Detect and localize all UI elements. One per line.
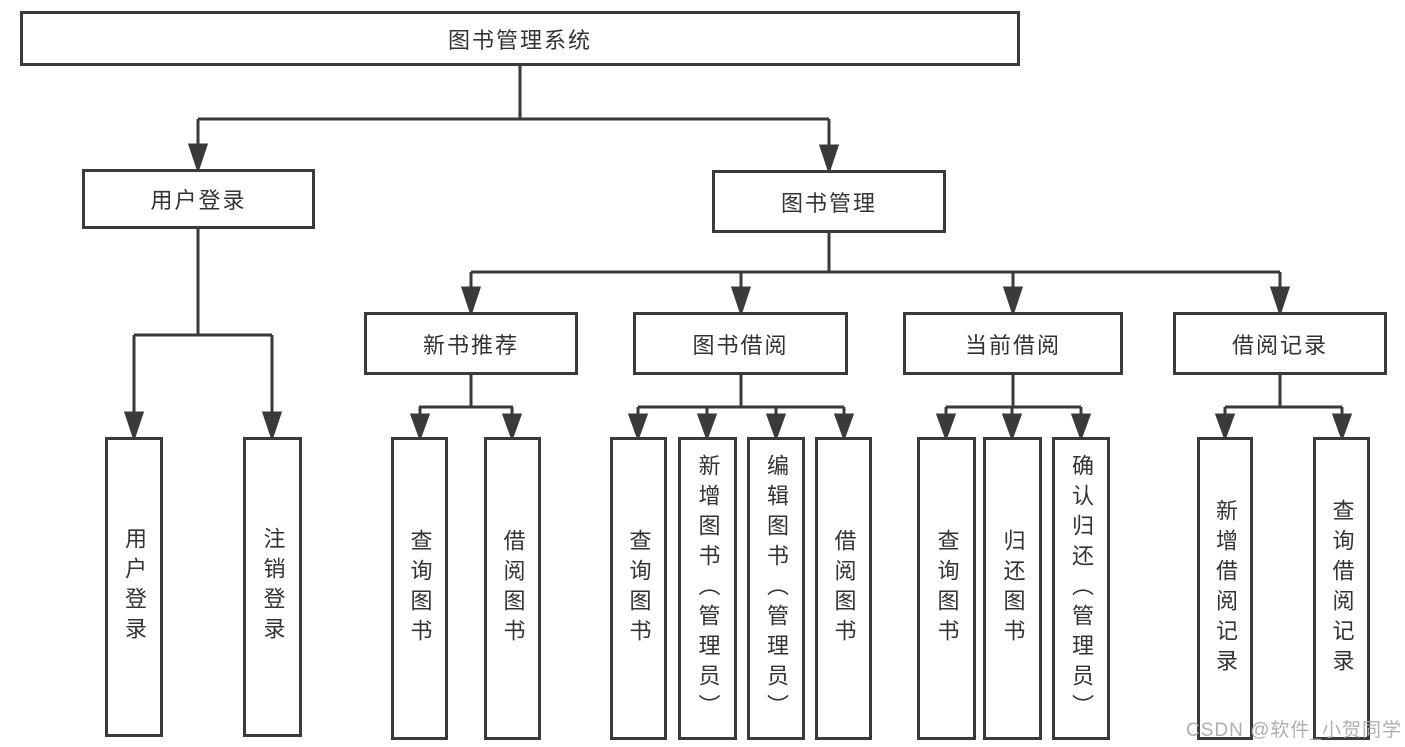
- leaf-query-books-current: 查询图书: [917, 437, 976, 740]
- arrowhead: [1214, 413, 1236, 442]
- connector-borrow-record-children: [1214, 375, 1353, 442]
- arrowhead: [187, 143, 209, 174]
- arrowhead: [123, 411, 145, 442]
- arrowhead: [1070, 413, 1092, 442]
- leaf-user-login: 用户登录: [105, 437, 163, 737]
- leaf-add-borrow-record: 新增借阅记录: [1197, 437, 1253, 740]
- arrowhead: [409, 413, 431, 442]
- arrowhead: [765, 413, 787, 442]
- arrowhead: [1002, 286, 1024, 317]
- leaf-borrow-books: 借阅图书: [815, 437, 872, 740]
- arrowhead: [627, 413, 649, 442]
- connector-current-borrow-children: [935, 375, 1092, 442]
- csdn-watermark: CSDN @软件_小贺同学: [1186, 720, 1402, 741]
- arrowhead: [935, 413, 957, 442]
- leaf-query-books-recommend: 查询图书: [391, 437, 448, 740]
- node-current-borrow: 当前借阅: [903, 312, 1123, 375]
- leaf-confirm-return-admin: 确认归还（管理员）: [1052, 437, 1110, 740]
- leaf-return-books: 归还图书: [983, 437, 1042, 740]
- leaf-edit-books-admin: 编辑图书（管理员）: [747, 437, 805, 740]
- leaf-query-books-borrow: 查询图书: [610, 437, 667, 740]
- leaf-add-books-admin: 新增图书（管理员）: [678, 437, 737, 740]
- connector-book-borrow-children: [627, 375, 855, 442]
- node-root-library-system: 图书管理系统: [20, 11, 1020, 66]
- arrowhead: [460, 286, 482, 317]
- connector-root-to-level1: [187, 66, 840, 175]
- arrowhead: [1001, 413, 1023, 442]
- node-book-management: 图书管理: [712, 170, 946, 233]
- leaf-borrow-books-recommend: 借阅图书: [484, 437, 541, 740]
- node-borrow-records: 借阅记录: [1173, 312, 1387, 375]
- connector-book-management-children: [460, 233, 1291, 317]
- arrowhead: [730, 286, 752, 317]
- connector-new-book-children: [409, 375, 523, 442]
- arrowhead: [818, 144, 840, 175]
- arrowhead: [501, 413, 523, 442]
- arrowhead: [696, 413, 718, 442]
- node-book-borrow: 图书借阅: [633, 312, 848, 375]
- node-user-login: 用户登录: [82, 169, 315, 229]
- arrowhead: [1331, 413, 1353, 442]
- leaf-logout: 注销登录: [243, 437, 302, 737]
- leaf-query-borrow-record: 查询借阅记录: [1313, 437, 1370, 740]
- node-new-book-recommend: 新书推荐: [364, 312, 578, 375]
- arrowhead: [1269, 286, 1291, 317]
- arrowhead: [261, 411, 283, 442]
- arrowhead: [833, 413, 855, 442]
- connector-user-login-children: [123, 229, 283, 442]
